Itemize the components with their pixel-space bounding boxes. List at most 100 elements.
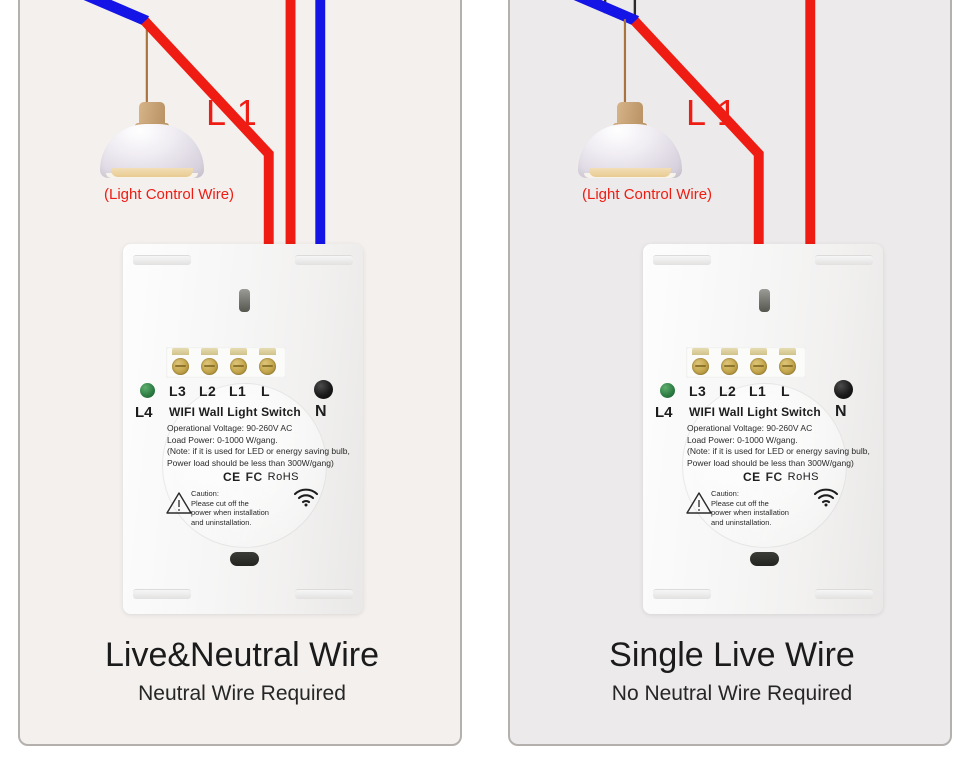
neutral-terminal-n <box>834 380 853 399</box>
terminal-label-l2: L2 <box>719 383 737 399</box>
spec-line-note2: Power load should be less than 300W/gang… <box>167 457 334 468</box>
mounting-slot-bottom <box>230 552 259 566</box>
l1-annotation: L 1 <box>206 92 258 133</box>
caution-line-2: power when installation <box>191 508 269 517</box>
lamp-glow <box>589 168 671 177</box>
warning-triangle-icon <box>166 492 192 514</box>
mounting-slot-top <box>759 289 770 312</box>
terminal-clamp <box>259 348 276 355</box>
clip-top-right <box>295 255 353 265</box>
wifi-icon <box>293 488 319 507</box>
neutral-supply-wire <box>573 0 639 27</box>
product-title: WIFI Wall Light Switch <box>169 405 301 419</box>
lamp-glow <box>111 168 193 177</box>
terminal-label-l3: L3 <box>169 383 187 399</box>
terminal-screw-l3 <box>172 358 189 375</box>
rohs-mark-icon: RoHS <box>787 471 820 483</box>
terminal-screw-l2 <box>201 358 218 375</box>
panel-single-live: L 1 (Light Control Wire) L3 <box>508 0 952 746</box>
wifi-icon <box>813 488 839 507</box>
light-control-wire-annotation: (Light Control Wire) <box>104 186 235 203</box>
warning-triangle-icon <box>686 492 712 514</box>
caution-title: Caution: <box>191 489 219 498</box>
neutral-label-n: N <box>315 403 327 420</box>
terminal-clamp <box>750 348 767 355</box>
terminal-label-l1: L1 <box>749 383 767 399</box>
certification-marks: CE FC RoHS <box>223 470 299 484</box>
caution-block: Caution: Please cut off the power when i… <box>191 489 269 527</box>
clip-bottom-left <box>133 589 191 599</box>
clip-top-right <box>815 255 873 265</box>
certification-marks: CE FC RoHS <box>743 470 819 484</box>
caption-title-left: Live&Neutral Wire <box>105 636 379 674</box>
ground-label-l4: L4 <box>655 404 673 421</box>
product-title: WIFI Wall Light Switch <box>689 405 821 419</box>
terminal-screw-l1 <box>750 358 767 375</box>
spec-block: Operational Voltage: 90-260V AC Load Pow… <box>687 423 870 469</box>
switch-dial-ring <box>682 383 847 548</box>
ground-screw-l4 <box>140 383 155 398</box>
terminal-label-l: L <box>261 383 271 399</box>
terminal-label-l: L <box>781 383 791 399</box>
terminal-clamp <box>172 348 189 355</box>
caution-title: Caution: <box>711 489 739 498</box>
terminal-clamp <box>201 348 218 355</box>
terminal-clamp <box>721 348 738 355</box>
spec-line-note1: (Note: if it is used for LED or energy s… <box>687 446 870 456</box>
terminal-label-l2: L2 <box>199 383 217 399</box>
ground-screw-l4 <box>660 383 675 398</box>
terminal-screw-l <box>259 358 276 375</box>
fcc-mark-icon: FC <box>245 470 263 484</box>
caption-title-right: Single Live Wire <box>609 636 855 674</box>
terminal-strip <box>686 347 806 378</box>
wall-switch-body-left: L3 L2 L1 L L4 N WIFI Wall Light Switch O… <box>123 244 363 614</box>
neutral-supply-wire <box>83 0 149 27</box>
terminal-clamp <box>692 348 709 355</box>
caution-line-1: Please cut off the <box>711 498 769 508</box>
light-control-wire-annotation: (Light Control Wire) <box>582 186 713 203</box>
caution-line-1: Please cut off the <box>191 498 249 508</box>
terminal-screw-l3 <box>692 358 709 375</box>
terminal-strip <box>166 347 286 378</box>
caption-subtitle-right: No Neutral Wire Required <box>611 682 853 705</box>
pendant-lamp <box>100 102 204 180</box>
neutral-label-n: N <box>835 403 847 420</box>
wall-switch-body-right: L3 L2 L1 L L4 N WIFI Wall Light Switch O… <box>643 244 883 614</box>
panel-live-neutral: L 1 (Light Control Wire) <box>18 0 462 746</box>
spec-line-power: Load Power: 0-1000 W/gang. <box>167 434 278 445</box>
mounting-slot-bottom <box>750 552 779 566</box>
lamp-shade <box>578 124 682 178</box>
pendant-lamp <box>578 102 682 180</box>
clip-bottom-right <box>295 589 353 599</box>
clip-top-left <box>653 255 711 265</box>
switch-dial-ring <box>162 383 327 548</box>
spec-block: Operational Voltage: 90-260V AC Load Pow… <box>167 423 350 469</box>
ce-mark-icon: CE <box>223 470 241 484</box>
caution-line-3: and uninstallation. <box>711 517 772 527</box>
spec-line-voltage: Operational Voltage: 90-260V AC <box>167 423 293 433</box>
caution-block: Caution: Please cut off the power when i… <box>711 489 789 527</box>
caption-subtitle-left: Neutral Wire Required <box>138 682 346 705</box>
fcc-mark-icon: FC <box>765 470 783 484</box>
caution-line-2: power when installation <box>711 508 789 517</box>
spec-line-note2: Power load should be less than 300W/gang… <box>687 457 854 468</box>
terminal-screw-l2 <box>721 358 738 375</box>
terminal-label-l3: L3 <box>689 383 707 399</box>
clip-bottom-left <box>653 589 711 599</box>
lamp-shade <box>100 124 204 178</box>
rohs-mark-icon: RoHS <box>267 471 300 483</box>
terminal-clamp <box>230 348 247 355</box>
l1-annotation: L 1 <box>686 92 738 133</box>
ce-mark-icon: CE <box>743 470 761 484</box>
terminal-label-l1: L1 <box>229 383 247 399</box>
terminal-screw-l <box>779 358 796 375</box>
mounting-slot-top <box>239 289 250 312</box>
clip-top-left <box>133 255 191 265</box>
spec-line-power: Load Power: 0-1000 W/gang. <box>687 434 798 445</box>
terminal-screw-l1 <box>230 358 247 375</box>
ground-label-l4: L4 <box>135 404 153 421</box>
terminal-clamp <box>779 348 796 355</box>
spec-line-voltage: Operational Voltage: 90-260V AC <box>687 423 813 433</box>
spec-line-note1: (Note: if it is used for LED or energy s… <box>167 446 350 456</box>
